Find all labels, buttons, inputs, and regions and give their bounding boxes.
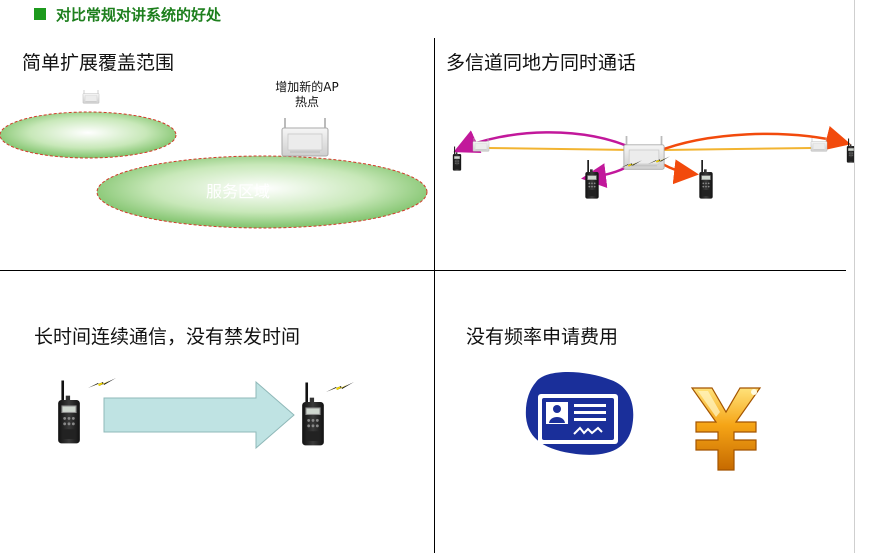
coverage-diagram — [0, 90, 428, 229]
walkie-talkie-icon — [585, 160, 599, 199]
access-point-icon — [281, 118, 329, 157]
lightning-signal-icon — [326, 382, 354, 392]
channel-link-yellow — [663, 147, 813, 151]
walkie-talkie-icon — [699, 160, 713, 199]
new-ap-label: 增加新的AP 热点 — [262, 80, 352, 110]
page-title: 对比常规对讲系统的好处 — [56, 6, 222, 24]
access-point-icon — [82, 90, 100, 104]
channel-link-yellow — [487, 147, 633, 151]
continuous-diagram — [58, 378, 354, 450]
yen-coin-icon — [690, 387, 762, 471]
channel-link-orange — [655, 126, 851, 154]
transmission-arrow — [103, 380, 295, 450]
coverage-area-small — [0, 111, 177, 159]
coverage-area-large — [96, 155, 428, 229]
coverage-title: 简单扩展覆盖范围 — [22, 52, 175, 74]
no-fee-diagram — [525, 372, 762, 471]
new-ap-label-line1: 增加新的AP — [275, 80, 339, 94]
access-point-icon — [810, 138, 828, 152]
header-bullet — [34, 8, 46, 20]
new-ap-label-line2: 热点 — [294, 95, 319, 109]
walkie-talkie-icon — [302, 382, 324, 446]
divider-horizontal — [0, 270, 846, 271]
continuous-title: 长时间连续通信，没有禁发时间 — [34, 326, 301, 348]
walkie-talkie-icon — [58, 380, 80, 444]
service-area-label: 服务区域 — [206, 182, 271, 201]
no-fee-title: 没有频率申请费用 — [466, 326, 619, 348]
page-edge-line — [854, 0, 855, 553]
multichannel-diagram — [452, 126, 854, 199]
divider-vertical — [434, 38, 435, 553]
walkie-talkie-icon — [846, 138, 854, 163]
lightning-signal-icon — [88, 378, 116, 388]
multichannel-title: 多信道同地方同时通话 — [446, 52, 637, 74]
license-card-icon — [525, 372, 634, 455]
